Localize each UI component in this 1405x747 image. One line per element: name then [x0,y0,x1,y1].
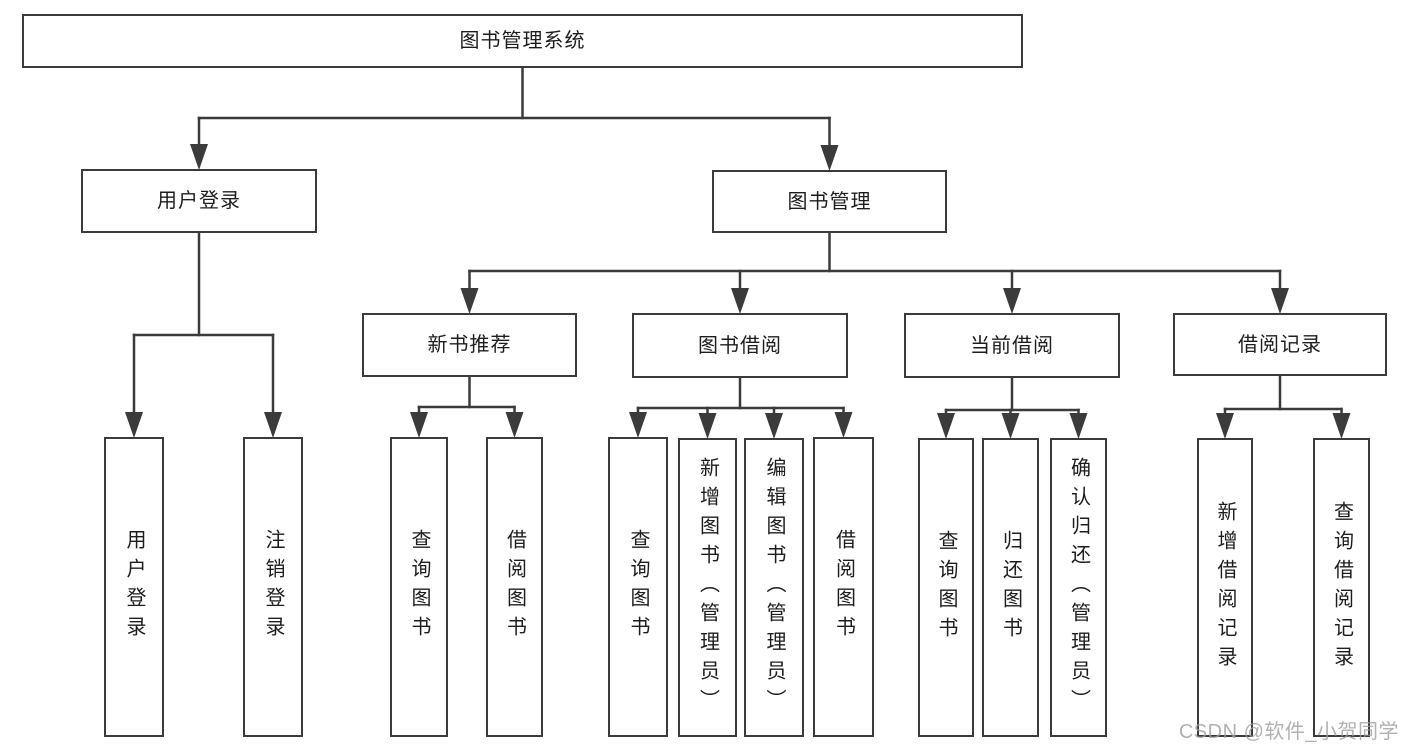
node-label: 用户登录 [157,190,241,212]
node-label: 图书管理系统 [459,30,586,52]
node-query-books-2: 查询图书 [608,437,668,737]
arrowhead-icon [698,413,717,439]
node-borrowing-records: 借阅记录 [1173,313,1387,376]
node-label: 查询图书 [935,529,957,646]
node-confirm-return-admin: 确认归还（管理员） [1050,438,1107,737]
arrowhead-icon [505,412,524,438]
node-label: 新增图书（管理员） [696,457,719,718]
node-label: 用户登录 [123,529,145,645]
node-query-books-1: 查询图书 [390,437,448,737]
arrowhead-icon [1069,413,1088,439]
node-book-management: 图书管理 [712,170,947,233]
node-add-borrow-record: 新增借阅记录 [1197,438,1253,737]
node-label: 当前借阅 [970,334,1054,357]
arrowhead-icon [731,288,749,314]
node-label: 新书推荐 [427,334,512,356]
node-borrow-books-2: 借阅图书 [813,437,874,737]
arrowhead-icon [264,412,282,438]
node-label: 确认归还（管理员） [1067,457,1090,718]
arrowhead-icon [125,412,143,438]
node-logout: 注销登录 [243,437,303,737]
node-label: 图书管理 [787,190,872,213]
arrowhead-icon [190,144,208,170]
node-label: 查询图书 [408,529,430,645]
arrowhead-icon [820,145,839,171]
arrowhead-icon [1001,413,1020,439]
arrowhead-icon [937,413,955,439]
node-return-books: 归还图书 [982,438,1039,737]
node-query-books-3: 查询图书 [918,438,974,737]
arrowhead-icon [834,412,853,438]
node-label: 借阅图书 [832,529,855,645]
arrowhead-icon [629,412,647,438]
arrowhead-icon [765,413,783,439]
node-label: 归还图书 [999,529,1022,646]
node-label: 借阅图书 [503,529,526,645]
node-label: 查询借阅记录 [1330,500,1353,675]
arrowhead-icon [410,412,428,438]
node-add-books-admin: 新增图书（管理员） [678,438,737,737]
arrowhead-icon [1216,413,1234,439]
node-user-login: 用户登录 [104,437,164,737]
node-current-borrowing: 当前借阅 [904,313,1120,378]
node-root: 图书管理系统 [22,14,1023,68]
node-label: 注销登录 [262,529,284,645]
node-user-login-group: 用户登录 [81,169,317,233]
arrowhead-icon [1332,413,1351,439]
arrowhead-icon [460,288,479,314]
node-label: 新增借阅记录 [1214,500,1236,675]
node-new-book-recommend: 新书推荐 [362,313,577,377]
node-label: 查询图书 [627,529,649,645]
node-borrow-books-1: 借阅图书 [486,437,543,737]
node-book-borrowing: 图书借阅 [632,313,848,378]
node-label: 编辑图书（管理员） [763,457,785,718]
node-label: 图书借阅 [698,334,782,357]
csdn-watermark: CSDN @软件_小贺同学 [1178,721,1399,743]
node-label: 借阅记录 [1238,333,1322,356]
arrowhead-icon [1003,288,1021,314]
arrowhead-icon [1271,288,1289,314]
node-query-borrow-record: 查询借阅记录 [1313,438,1370,737]
node-edit-books-admin: 编辑图书（管理员） [744,438,804,737]
